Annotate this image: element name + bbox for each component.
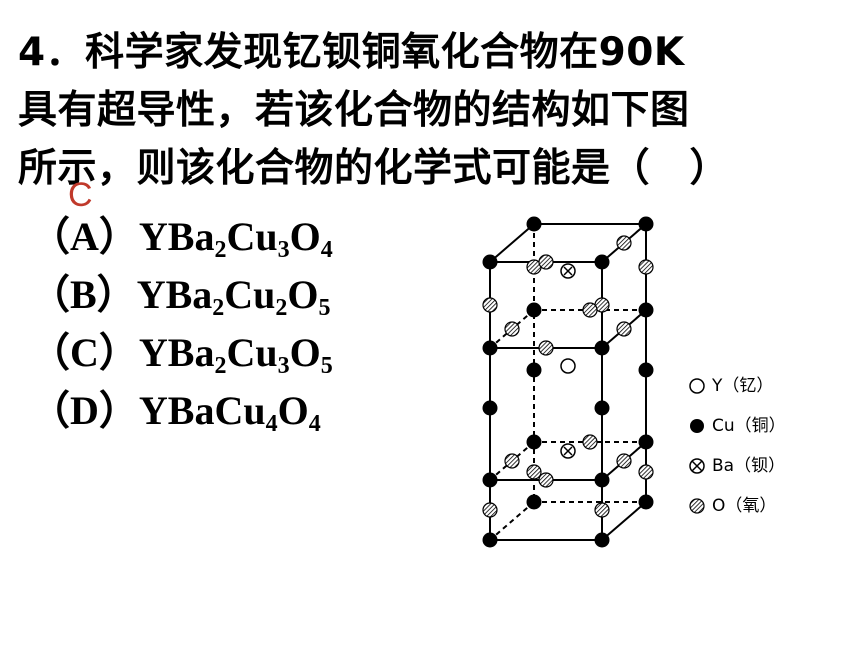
cu-atom bbox=[638, 302, 654, 318]
o-atom bbox=[616, 235, 632, 251]
o-atom bbox=[582, 302, 598, 318]
y-atom bbox=[560, 358, 576, 374]
cell-edge bbox=[601, 501, 647, 541]
o-atom bbox=[526, 464, 542, 480]
question-line-2: 具有超导性，若该化合物的结构如下图 bbox=[18, 88, 690, 133]
cu-atom bbox=[638, 494, 654, 510]
ba-atom bbox=[560, 443, 576, 459]
option-a: （A）YBa2Cu3O4 bbox=[30, 214, 333, 263]
cu-atom bbox=[526, 494, 542, 510]
o-atom bbox=[504, 453, 520, 469]
filled-circle-icon bbox=[690, 419, 704, 433]
cu-atom bbox=[526, 302, 542, 318]
option-b: （B）YBa2Cu2O5 bbox=[30, 272, 331, 321]
cell-edge bbox=[489, 223, 535, 263]
cu-atom bbox=[594, 340, 610, 356]
open-circle-icon bbox=[689, 378, 705, 394]
options-list: （A）YBa2Cu3O4 （B）YBa2Cu2O5 （C）YBa2Cu3O5 （… bbox=[30, 208, 333, 440]
cu-atom bbox=[482, 254, 498, 270]
cu-atom bbox=[594, 472, 610, 488]
atoms bbox=[482, 216, 654, 548]
legend-item-o: O（氧） bbox=[688, 486, 786, 526]
option-d: （D）YBaCu4O4 bbox=[30, 388, 321, 437]
hatched-circle-icon bbox=[689, 498, 705, 514]
legend-label-o: O（氧） bbox=[712, 496, 777, 516]
legend-item-ba: Ba（钡） bbox=[688, 446, 786, 486]
o-atom bbox=[638, 259, 654, 275]
cu-atom bbox=[594, 254, 610, 270]
option-c: （C）YBa2Cu3O5 bbox=[30, 330, 333, 379]
cu-atom bbox=[526, 216, 542, 232]
cu-atom bbox=[526, 362, 542, 378]
o-atom bbox=[616, 453, 632, 469]
o-atom bbox=[538, 340, 554, 356]
cu-atom bbox=[482, 340, 498, 356]
question-text: 4．科学家发现钇钡铜氧化合物在90K 具有超导性，若该化合物的结构如下图 所示，… bbox=[18, 24, 848, 198]
legend-item-cu: Cu（铜） bbox=[688, 406, 786, 446]
cu-atom bbox=[482, 472, 498, 488]
crystal-structure-diagram bbox=[482, 216, 654, 548]
legend-label-y: Y（钇） bbox=[712, 376, 774, 396]
question-line-3: 所示，则该化合物的化学式可能是（ ） bbox=[18, 146, 730, 191]
cu-atom bbox=[482, 400, 498, 416]
legend-label-ba: Ba（钡） bbox=[712, 456, 786, 476]
legend-label-cu: Cu（铜） bbox=[712, 416, 786, 436]
answer-mark: C bbox=[68, 176, 93, 214]
cu-atom bbox=[638, 216, 654, 232]
o-atom bbox=[538, 254, 554, 270]
question-line-1: 4．科学家发现钇钡铜氧化合物在90K bbox=[18, 30, 685, 75]
cu-atom bbox=[638, 362, 654, 378]
o-atom bbox=[504, 321, 520, 337]
o-atom bbox=[594, 502, 610, 518]
o-atom bbox=[482, 297, 498, 313]
cu-atom bbox=[526, 434, 542, 450]
o-atom bbox=[638, 464, 654, 480]
cu-atom bbox=[482, 532, 498, 548]
legend-item-y: Y（钇） bbox=[688, 366, 786, 406]
cu-atom bbox=[594, 532, 610, 548]
cu-atom bbox=[638, 434, 654, 450]
crossed-circle-icon bbox=[689, 458, 705, 474]
o-atom bbox=[538, 472, 554, 488]
cell-edge bbox=[489, 501, 535, 541]
ba-atom bbox=[560, 263, 576, 279]
o-atom bbox=[582, 434, 598, 450]
legend: Y（钇） Cu（铜） Ba（钡） O（氧） bbox=[688, 366, 786, 526]
o-atom bbox=[482, 502, 498, 518]
o-atom bbox=[616, 321, 632, 337]
cu-atom bbox=[594, 400, 610, 416]
